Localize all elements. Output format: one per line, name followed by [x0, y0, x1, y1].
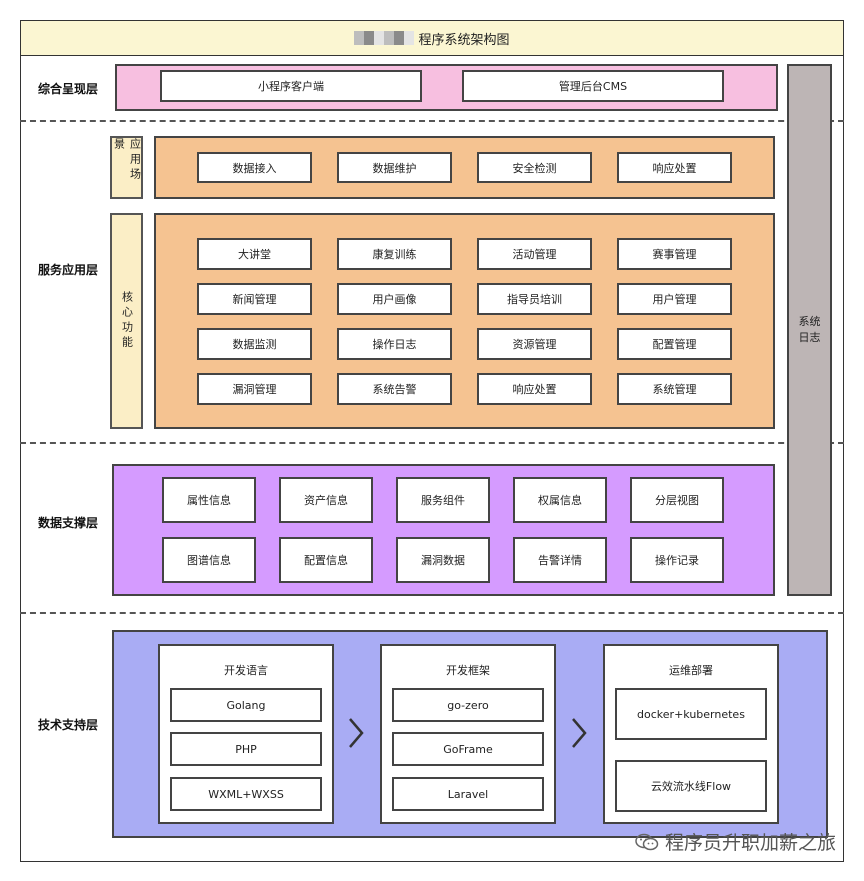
- redacted-name: [354, 31, 415, 45]
- diagram-title: 程序系统架构图: [418, 32, 510, 48]
- core-item: 资源管理: [477, 328, 592, 360]
- core-item: 大讲堂: [197, 238, 312, 270]
- layer-label-service: 服务应用层: [38, 263, 99, 277]
- data-item: 属性信息: [162, 477, 256, 523]
- core-item: 操作日志: [337, 328, 452, 360]
- data-item: 配置信息: [279, 537, 373, 583]
- core-item: 用户管理: [617, 283, 732, 315]
- core-item: 漏洞管理: [197, 373, 312, 405]
- core-item: 康复训练: [337, 238, 452, 270]
- chevron-right-icon: [569, 716, 589, 754]
- core-item: 配置管理: [617, 328, 732, 360]
- core-item: 新闻管理: [197, 283, 312, 315]
- core-item: 指导员培训: [477, 283, 592, 315]
- data-item: 操作记录: [630, 537, 724, 583]
- data-item: 服务组件: [396, 477, 490, 523]
- tech-item: PHP: [170, 732, 322, 766]
- scenario-item: 数据维护: [337, 152, 452, 183]
- tech-item: WXML+WXSS: [170, 777, 322, 811]
- watermark: 程序员升职加薪之旅: [635, 828, 836, 855]
- data-item: 分层视图: [630, 477, 724, 523]
- layer-separator: [20, 120, 844, 122]
- system-log-label: 系统日志: [798, 315, 821, 344]
- data-item: 权属信息: [513, 477, 607, 523]
- layer-label-tech: 技术支持层: [38, 718, 99, 732]
- tech-item: Laravel: [392, 777, 544, 811]
- layer-separator: [20, 442, 844, 444]
- data-item: 告警详情: [513, 537, 607, 583]
- tech-item: docker+kubernetes: [615, 688, 767, 740]
- presentation-item: 管理后台CMS: [462, 70, 724, 102]
- layer-label-presentation: 综合呈现层: [38, 82, 99, 96]
- watermark-text: 程序员升职加薪之旅: [664, 832, 836, 854]
- wechat-icon: [635, 833, 659, 850]
- layer-separator: [20, 612, 844, 614]
- core-item: 系统告警: [337, 373, 452, 405]
- tech-item: go-zero: [392, 688, 544, 722]
- core-item: 响应处置: [477, 373, 592, 405]
- tech-item: Golang: [170, 688, 322, 722]
- data-item: 图谱信息: [162, 537, 256, 583]
- core-item: 活动管理: [477, 238, 592, 270]
- layer-label-data: 数据支撑层: [38, 516, 99, 530]
- tech-column-title: 运维部署: [669, 664, 713, 677]
- tech-item: 云效流水线Flow: [615, 760, 767, 812]
- system-log-column: 系统日志: [787, 64, 832, 596]
- scenario-item: 安全检测: [477, 152, 592, 183]
- data-item: 漏洞数据: [396, 537, 490, 583]
- tech-item: GoFrame: [392, 732, 544, 766]
- presentation-item: 小程序客户端: [160, 70, 422, 102]
- chevron-right-icon: [346, 716, 366, 754]
- scenario-side-label: 应用场景: [110, 136, 143, 199]
- scenario-item: 数据接入: [197, 152, 312, 183]
- data-item: 资产信息: [279, 477, 373, 523]
- core-item: 系统管理: [617, 373, 732, 405]
- tech-column-title: 开发框架: [446, 664, 490, 677]
- core-item: 用户画像: [337, 283, 452, 315]
- core-item: 赛事管理: [617, 238, 732, 270]
- core-side-label: 核心功能: [110, 213, 143, 429]
- core-item: 数据监测: [197, 328, 312, 360]
- diagram-title-bar: 程序系统架构图: [20, 20, 844, 56]
- scenario-item: 响应处置: [617, 152, 732, 183]
- tech-column-title: 开发语言: [224, 664, 268, 677]
